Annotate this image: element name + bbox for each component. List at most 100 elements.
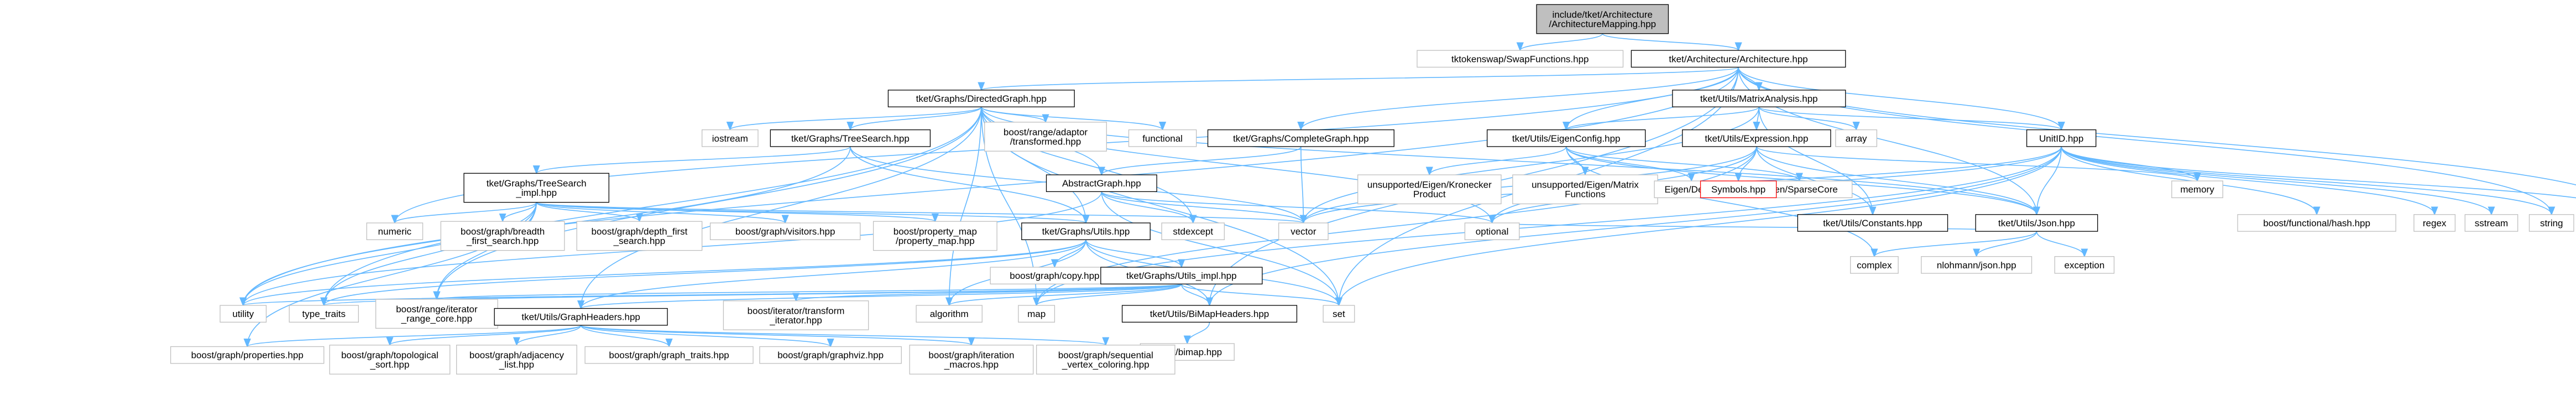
node-graphheaders[interactable]: tket/Utils/GraphHeaders.hpp (494, 308, 668, 326)
node-label-adjlist-0: boost/graph/adjacency (469, 350, 565, 360)
node-label-swap-0: tktokenswap/SwapFunctions.hpp (1451, 54, 1589, 64)
node-itermacros: boost/graph/iteration_macros.hpp (909, 345, 1034, 375)
node-dg[interactable]: tket/Graphs/DirectedGraph.hpp (887, 90, 1075, 107)
node-array: array (1835, 129, 1878, 147)
node-label-utils_impl-0: tket/Graphs/Utils_impl.hpp (1126, 271, 1236, 281)
node-set: set (1323, 305, 1355, 323)
node-box-mfunc (1512, 174, 1658, 205)
edge-complete-to-abstract (1101, 146, 1302, 175)
node-box-symbols (1700, 180, 1777, 199)
node-box-dfs (576, 221, 703, 251)
edge-graphheaders-to-seqcolor (580, 325, 1106, 346)
node-label-adjlist-1: _list.hpp (499, 359, 534, 370)
node-root[interactable]: include/tket/Architecture/ArchitectureMa… (1536, 4, 1669, 34)
node-box-eigen (1486, 129, 1646, 147)
node-label-range_core-0: boost/range/iterator (396, 304, 478, 315)
node-box-vector (1278, 222, 1329, 240)
edge-treesearch-to-treesearch_impl (536, 146, 851, 174)
node-box-graphviz (759, 346, 902, 364)
node-label-seqcolor-0: boost/graph/sequential (1058, 350, 1153, 360)
edge-utils_impl-to-algorithm (949, 283, 1182, 306)
node-box-topo (329, 345, 451, 375)
edge-dg-to-type_traits (324, 107, 982, 305)
node-label-gutils-0: tket/Graphs/Utils.hpp (1042, 226, 1130, 237)
node-propmap: boost/property_map/property_map.hpp (872, 221, 997, 251)
node-arch[interactable]: tket/Architecture/Architecture.hpp (1631, 50, 1846, 68)
edge-dg-to-graphheaders (581, 107, 982, 308)
node-label-exception-0: exception (2065, 260, 2105, 271)
node-type_traits: type_traits (289, 305, 359, 323)
node-label-type_traits-0: type_traits (302, 309, 346, 319)
edge-gutils-to-utils_impl (1085, 240, 1182, 268)
node-topo: boost/graph/topological_sort.hpp (329, 345, 451, 375)
node-utility: utility (220, 305, 267, 323)
node-label-constants-0: tket/Utils/Constants.hpp (1823, 218, 1922, 228)
node-label-treesearch_impl-0: tket/Graphs/TreeSearch (487, 178, 587, 189)
edge-unitid-to-bfhash (2061, 146, 2317, 215)
node-box-constants (1797, 214, 1948, 232)
node-matrix[interactable]: tket/Utils/MatrixAnalysis.hpp (1672, 90, 1846, 107)
node-json[interactable]: tket/Utils/Json.hpp (1975, 214, 2098, 232)
node-treesearch[interactable]: tket/Graphs/TreeSearch.hpp (770, 129, 931, 147)
node-label-dg-0: tket/Graphs/DirectedGraph.hpp (916, 93, 1047, 104)
node-adjlist: boost/graph/adjacency_list.hpp (456, 345, 577, 375)
node-label-algorithm-0: algorithm (930, 309, 969, 319)
edge-expression-to-memory (1756, 146, 2197, 181)
edge-treesearch-to-gutils (850, 146, 1086, 223)
edge-utils_impl-to-iter_transform (796, 283, 1182, 302)
edge-gutils-to-graphheaders (581, 240, 1086, 309)
node-box-itermacros (909, 345, 1034, 375)
node-constants[interactable]: tket/Utils/Constants.hpp (1797, 214, 1948, 232)
node-box-gtraits (584, 346, 754, 364)
node-label-treesearch-0: tket/Graphs/TreeSearch.hpp (791, 133, 910, 144)
node-abstract[interactable]: AbstractGraph.hpp (1046, 174, 1157, 193)
edge-unitid-to-memory (2061, 146, 2197, 181)
node-label-abstract-0: AbstractGraph.hpp (1062, 178, 1141, 189)
edge-graphheaders-to-gprops (247, 325, 582, 347)
node-utils_impl[interactable]: tket/Graphs/Utils_impl.hpp (1100, 267, 1263, 285)
edge-utils_impl-to-set (1181, 283, 1339, 306)
edge-unitid-to-sstream (2061, 146, 2491, 215)
node-label-iter_transform-1: _iterator.hpp (769, 315, 822, 325)
edge-abstract-to-optional (1101, 191, 1492, 224)
node-nlohmann: nlohmann/json.hpp (1921, 256, 2032, 274)
node-gutils[interactable]: tket/Graphs/Utils.hpp (1021, 222, 1151, 240)
edge-utils_impl-to-map (1037, 283, 1182, 306)
node-range_core: boost/range/iterator_range_core.hpp (375, 299, 498, 329)
node-box-stdexcept (1161, 222, 1225, 240)
node-label-seqcolor-1: _vertex_coloring.hpp (1062, 359, 1149, 370)
edge-unitid-to-string (2061, 146, 2552, 215)
node-symbols[interactable]: Symbols.hpp (1700, 180, 1777, 199)
node-label-itermacros-1: _macros.hpp (944, 359, 999, 370)
edge-abstract-to-vector (1101, 191, 1303, 224)
node-label-matrix-0: tket/Utils/MatrixAnalysis.hpp (1700, 93, 1818, 104)
node-box-bfs (440, 221, 565, 251)
node-eigen[interactable]: tket/Utils/EigenConfig.hpp (1486, 129, 1646, 147)
nodes-layer: include/tket/Architecture/ArchitectureMa… (170, 4, 2574, 375)
edge-bimap_headers-to-bimap (1187, 322, 1210, 344)
node-box-expression (1682, 129, 1831, 147)
node-label-sstream-0: sstream (2475, 218, 2508, 228)
edge-treesearch_impl-to-type_traits (324, 202, 537, 305)
edge-dg-to-functional (980, 106, 1163, 131)
node-label-bfhash-0: boost/functional/hash.hpp (2263, 218, 2370, 228)
node-label-iostream-0: iostream (712, 133, 748, 144)
node-label-nlohmann-0: nlohmann/json.hpp (1937, 260, 2016, 271)
node-expression[interactable]: tket/Utils/Expression.hpp (1682, 129, 1831, 147)
edge-matrix-to-eigen (1566, 106, 1760, 131)
node-bimap_headers[interactable]: tket/Utils/BiMapHeaders.hpp (1121, 305, 1298, 323)
edge-root-to-swap (1520, 33, 1603, 51)
node-label-mfunc-1: Functions (1565, 189, 1606, 200)
node-box-swap (1417, 50, 1624, 68)
edge-matrix-to-vector (1303, 107, 1760, 223)
edge-json-to-complex (1874, 231, 2037, 257)
node-unitid[interactable]: UnitID.hpp (2026, 129, 2097, 147)
node-treesearch_impl[interactable]: tket/Graphs/TreeSearch_impl.hpp (463, 173, 609, 203)
node-box-visitors (709, 222, 861, 240)
node-complete[interactable]: tket/Graphs/CompleteGraph.hpp (1207, 129, 1394, 147)
node-box-unitid (2026, 129, 2097, 147)
node-box-bfhash (2237, 214, 2396, 232)
edge-unitid-to-set (1339, 146, 2062, 305)
node-label-treesearch_impl-1: _impl.hpp (515, 188, 557, 198)
